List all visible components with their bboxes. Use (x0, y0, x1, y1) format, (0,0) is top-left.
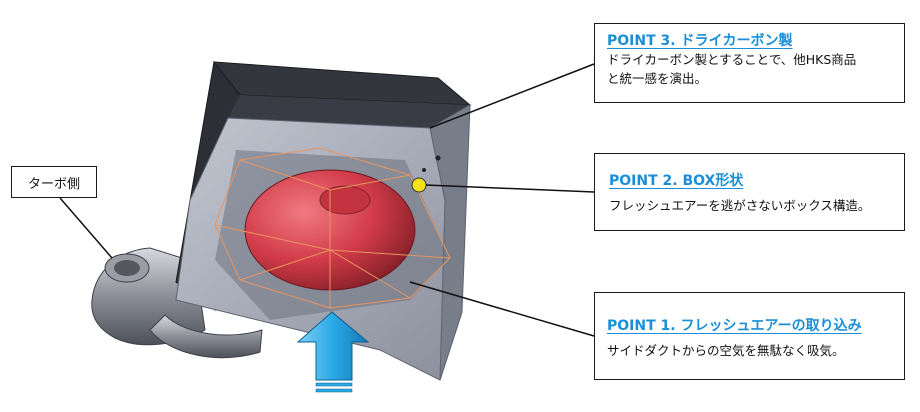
leader-point1 (409, 281, 595, 337)
point2-line1: フレッシュエアーを逃がさないボックス構造。 (609, 198, 871, 213)
callout-point3: POINT 3. ドライカーボン製 ドライカーボン製とすることで、他HKS商品 … (594, 23, 905, 103)
point3-title: POINT 3. ドライカーボン製 (607, 33, 793, 49)
leader-point3 (429, 63, 595, 129)
point3-line1: ドライカーボン製とすることで、他HKS商品 (607, 52, 857, 67)
box-wireframe (214, 147, 451, 309)
point2-marker (411, 177, 427, 193)
point2-title: POINT 2. BOX形状 (609, 173, 744, 189)
callout-point2: POINT 2. BOX形状 フレッシュエアーを逃がさないボックス構造。 (594, 153, 905, 231)
point1-title: POINT 1. フレッシュエアーの取り込み (607, 318, 862, 334)
leader-turbo (59, 197, 113, 259)
leader-point2 (425, 184, 595, 193)
turbo-side-label: ターボ側 (11, 166, 97, 198)
airflow-arrow (296, 311, 370, 393)
point1-line1: サイドダクトからの空気を無駄なく吸気。 (607, 343, 845, 358)
point3-line2: と統一感を演出。 (607, 71, 708, 86)
intake-pipe (91, 247, 263, 359)
callout-point1: POINT 1. フレッシュエアーの取り込み サイドダクトからの空気を無駄なく吸… (594, 292, 905, 380)
